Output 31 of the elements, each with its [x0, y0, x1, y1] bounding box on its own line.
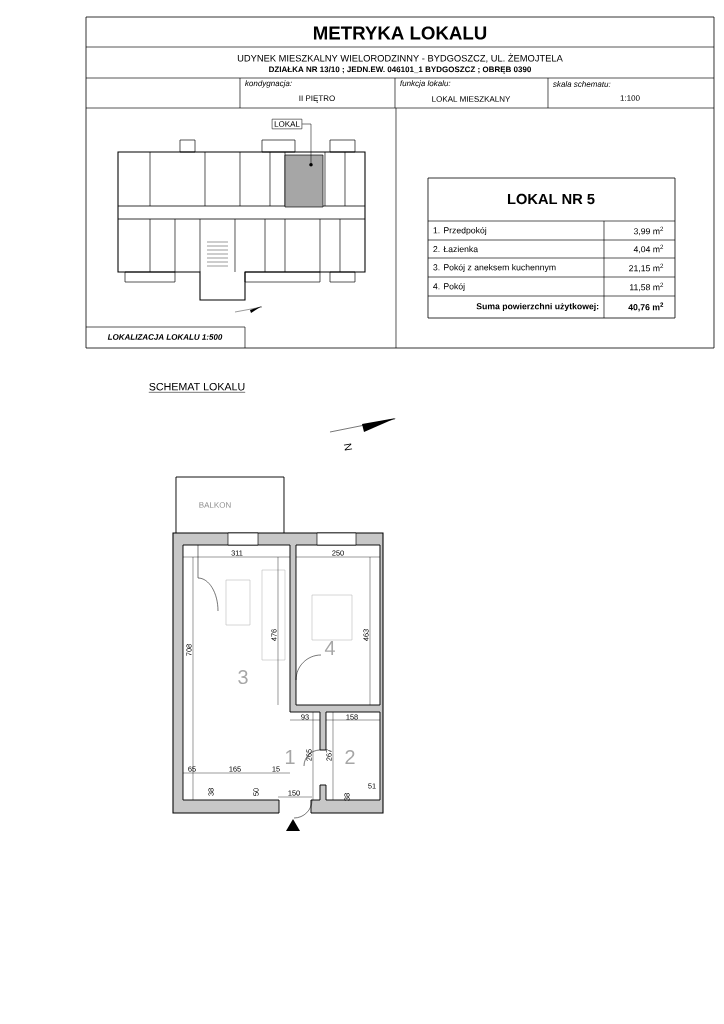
room-number: 2: [345, 750, 355, 764]
caption-text: LOKALIZACJA LOKALU 1:500: [107, 334, 223, 340]
table-heading: LOKAL NR 5: [508, 193, 595, 205]
header-text: UDYNEK MIESZKALNY WIELORODZINNY - BYDGOSZCZ, UL. ŻEMOJTELA: [237, 53, 563, 63]
room-number: 3: [238, 669, 248, 685]
field-label: skala schematu:: [552, 81, 611, 87]
table-cell: 4. Pokój: [433, 282, 465, 292]
room-number: 4: [324, 641, 335, 655]
leader-line: [301, 123, 312, 165]
field-value: 1:100: [620, 95, 640, 101]
table-cell: Suma powierzchni użytkowej:: [476, 302, 599, 312]
title: METRYKA LOKALU: [314, 26, 487, 40]
section-heading: SCHEMAT LOKALU: [148, 382, 246, 393]
room-number: 1: [285, 750, 295, 764]
field-label: kondygnacja:: [245, 80, 292, 88]
table-cell: 11,58 m$^{2}$: [630, 282, 664, 292]
field-label: funkcja lokalu:: [400, 80, 451, 88]
field-value: LOKAL MIESZKALNY: [432, 96, 511, 102]
table-cell: 2. Łazienka: [433, 245, 479, 253]
callout-box: LOKAL: [271, 118, 303, 130]
field-value: II PIĘTRO: [299, 95, 335, 103]
highlighted-unit: [284, 154, 324, 208]
north-letter: N: [343, 443, 353, 451]
table-cell: 3. Pokój z aneksem kuchennym: [433, 263, 556, 273]
table-cell: 40,76 m$^{2}$: [628, 302, 664, 312]
table-cell: 4,04 m$^{2}$: [633, 244, 664, 254]
table-cell: 3,99 m$^{2}$: [633, 226, 664, 236]
header-text: DZIAŁKA NR 13/10 ; JEDN.EW. 046101_1 BYDGOSZCZ ; OBRĘB 0390: [269, 66, 531, 74]
table-cell: 21,15 m$^{2}$: [629, 263, 664, 273]
table-cell: 1. Przedpokój: [433, 226, 487, 236]
balcony-label: BALKON: [199, 502, 231, 508]
